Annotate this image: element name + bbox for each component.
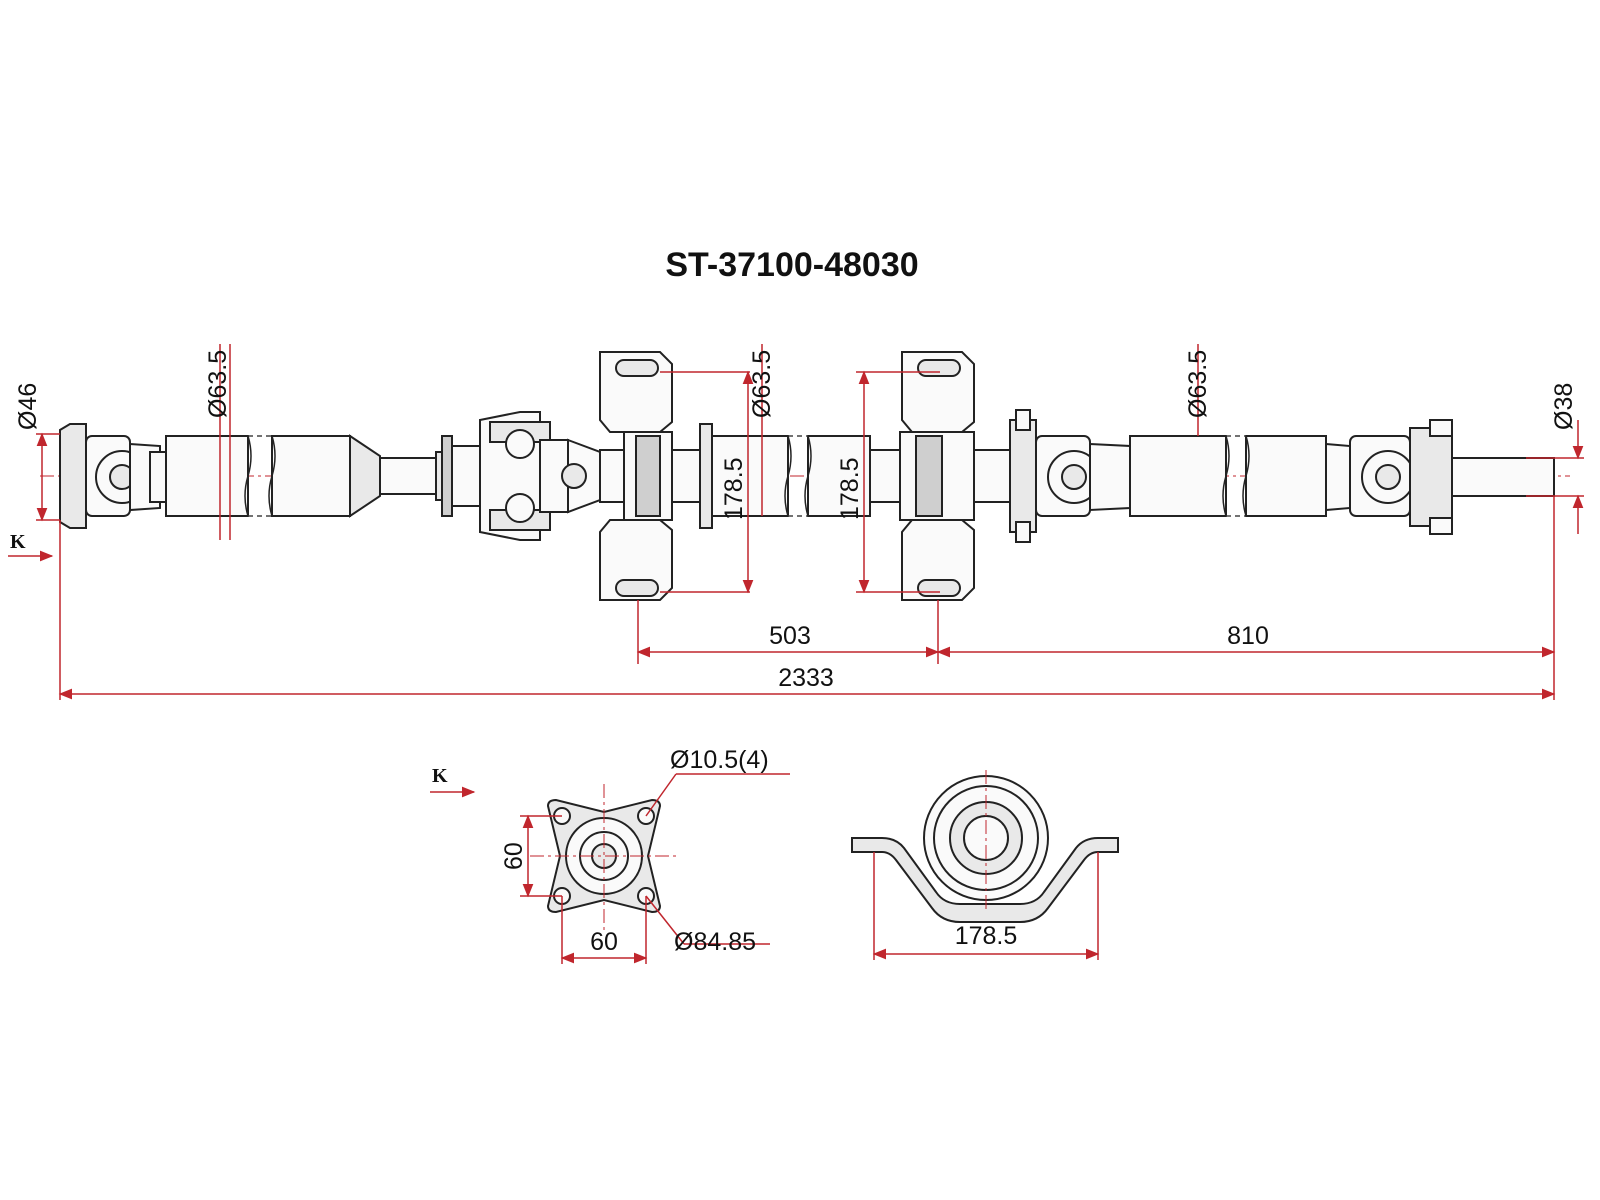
part-number-title: ST-37100-48030: [665, 246, 918, 284]
flange-view: K Ø10.5(4) 60 60 Ø84.85: [430, 746, 790, 964]
dim-d63-left: Ø63.5: [204, 350, 232, 418]
main-shaft: [40, 351, 1570, 601]
view-k-label-flange: K: [432, 765, 448, 787]
dim-178-right: 178.5: [836, 457, 864, 520]
left-center-bearing: [599, 351, 713, 601]
dim-810: 810: [1227, 622, 1269, 650]
dim-flange-pcd: Ø84.85: [674, 928, 756, 956]
dim-d38: Ø38: [1550, 383, 1578, 430]
dim-d63-mid: Ø63.5: [748, 350, 776, 418]
dim-bolt-hole: Ø10.5(4): [670, 746, 769, 774]
dim-d63-right: Ø63.5: [1184, 350, 1212, 418]
left-end-yoke: [59, 423, 167, 529]
right-center-bearing: [869, 351, 1011, 601]
bearing-front-view: 178.5: [851, 770, 1119, 960]
dim-flange-w: 60: [590, 928, 618, 956]
right-tube: [1129, 435, 1327, 517]
dim-2333: 2333: [778, 664, 834, 692]
dim-bearing-width: 178.5: [955, 922, 1018, 950]
right-flange-yoke: [1009, 409, 1131, 543]
dim-d46: Ø46: [14, 383, 42, 430]
view-k-label-main: K: [10, 531, 26, 553]
dim-flange-h: 60: [500, 842, 528, 870]
dim-178-left: 178.5: [720, 457, 748, 520]
right-end-yoke: [1325, 419, 1555, 535]
left-slip-spline: [349, 434, 481, 518]
dim-503: 503: [769, 622, 811, 650]
main-dimensions: Ø46 Ø63.5 Ø63.5 178.5 178.5 Ø63.5 Ø38: [8, 344, 1584, 700]
center-joint: [479, 411, 631, 541]
